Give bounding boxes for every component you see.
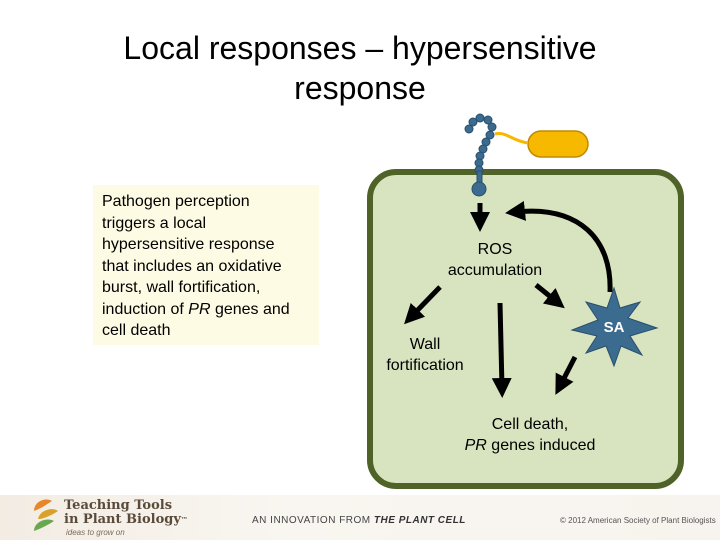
leaf-logo-icon bbox=[34, 499, 58, 531]
footer-brand-tm: ™ bbox=[180, 515, 188, 524]
wall-line-2: fortification bbox=[386, 357, 464, 374]
footer-copyright: © 2012 American Society of Plant Biologi… bbox=[560, 516, 716, 525]
title-line-1: Local responses – hypersensitive bbox=[123, 30, 597, 66]
wall-fortification-label: Wall fortification bbox=[380, 334, 470, 376]
death-line-1: Cell death, bbox=[491, 416, 569, 433]
ros-accumulation-label: ROS accumulation bbox=[442, 239, 548, 281]
footer-tagline: ideas to grow on bbox=[66, 528, 125, 537]
arrow-ros-to-wall bbox=[404, 285, 442, 325]
desc-line-2: triggers a local bbox=[102, 214, 207, 232]
ros-line-2: accumulation bbox=[447, 262, 543, 279]
sa-star-icon bbox=[570, 286, 659, 368]
title-line-2: response bbox=[294, 70, 426, 106]
footer-innovation-pre: AN INNOVATION FROM bbox=[252, 515, 374, 526]
desc-line-6-pre: induction of bbox=[102, 300, 189, 318]
desc-line-4: that includes an oxidative bbox=[102, 257, 282, 275]
desc-line-3: hypersensitive response bbox=[102, 236, 275, 253]
wall-line-1: Wall bbox=[409, 336, 441, 353]
description-textbox: Pathogen perception triggers a local hyp… bbox=[93, 185, 319, 345]
desc-line-6: induction of PR genes and bbox=[102, 299, 319, 321]
death-line-2-em: PR bbox=[464, 437, 487, 454]
sa-label: SA bbox=[603, 319, 625, 336]
arrow-sa-to-cell-death bbox=[555, 355, 578, 395]
death-line-2: PR genes induced bbox=[448, 435, 612, 456]
ros-line-1: ROS bbox=[477, 241, 513, 258]
desc-line-1: Pathogen perception bbox=[102, 193, 250, 210]
desc-line-6-post: genes and bbox=[210, 300, 290, 318]
pathogen-flagellum bbox=[494, 131, 529, 145]
receptor-icon bbox=[464, 113, 497, 197]
arrow-sa-feedback bbox=[505, 200, 613, 293]
cell-death-label: Cell death, PR genes induced bbox=[448, 414, 612, 456]
death-line-2-post: genes induced bbox=[486, 437, 596, 454]
footer-innovation: AN INNOVATION FROM THE PLANT CELL bbox=[252, 515, 466, 526]
footer-innovation-bold: THE PLANT CELL bbox=[373, 515, 466, 526]
footer-bar bbox=[0, 495, 720, 540]
footer-brand-line-2-text: in Plant Biology bbox=[64, 512, 181, 527]
pathogen-bacterium bbox=[527, 130, 589, 158]
desc-line-5: burst, wall fortification, bbox=[102, 279, 261, 296]
arrow-ros-to-sa bbox=[534, 283, 565, 309]
footer-brand-line-2: in Plant Biology™ bbox=[64, 513, 188, 527]
desc-line-6-em: PR bbox=[188, 300, 211, 318]
footer-brand-line-1: Teaching Tools bbox=[64, 498, 173, 513]
desc-line-7: cell death bbox=[102, 322, 171, 339]
arrow-ros-to-cell-death bbox=[491, 302, 512, 398]
slide-title: Local responses – hypersensitive respons… bbox=[40, 28, 680, 108]
